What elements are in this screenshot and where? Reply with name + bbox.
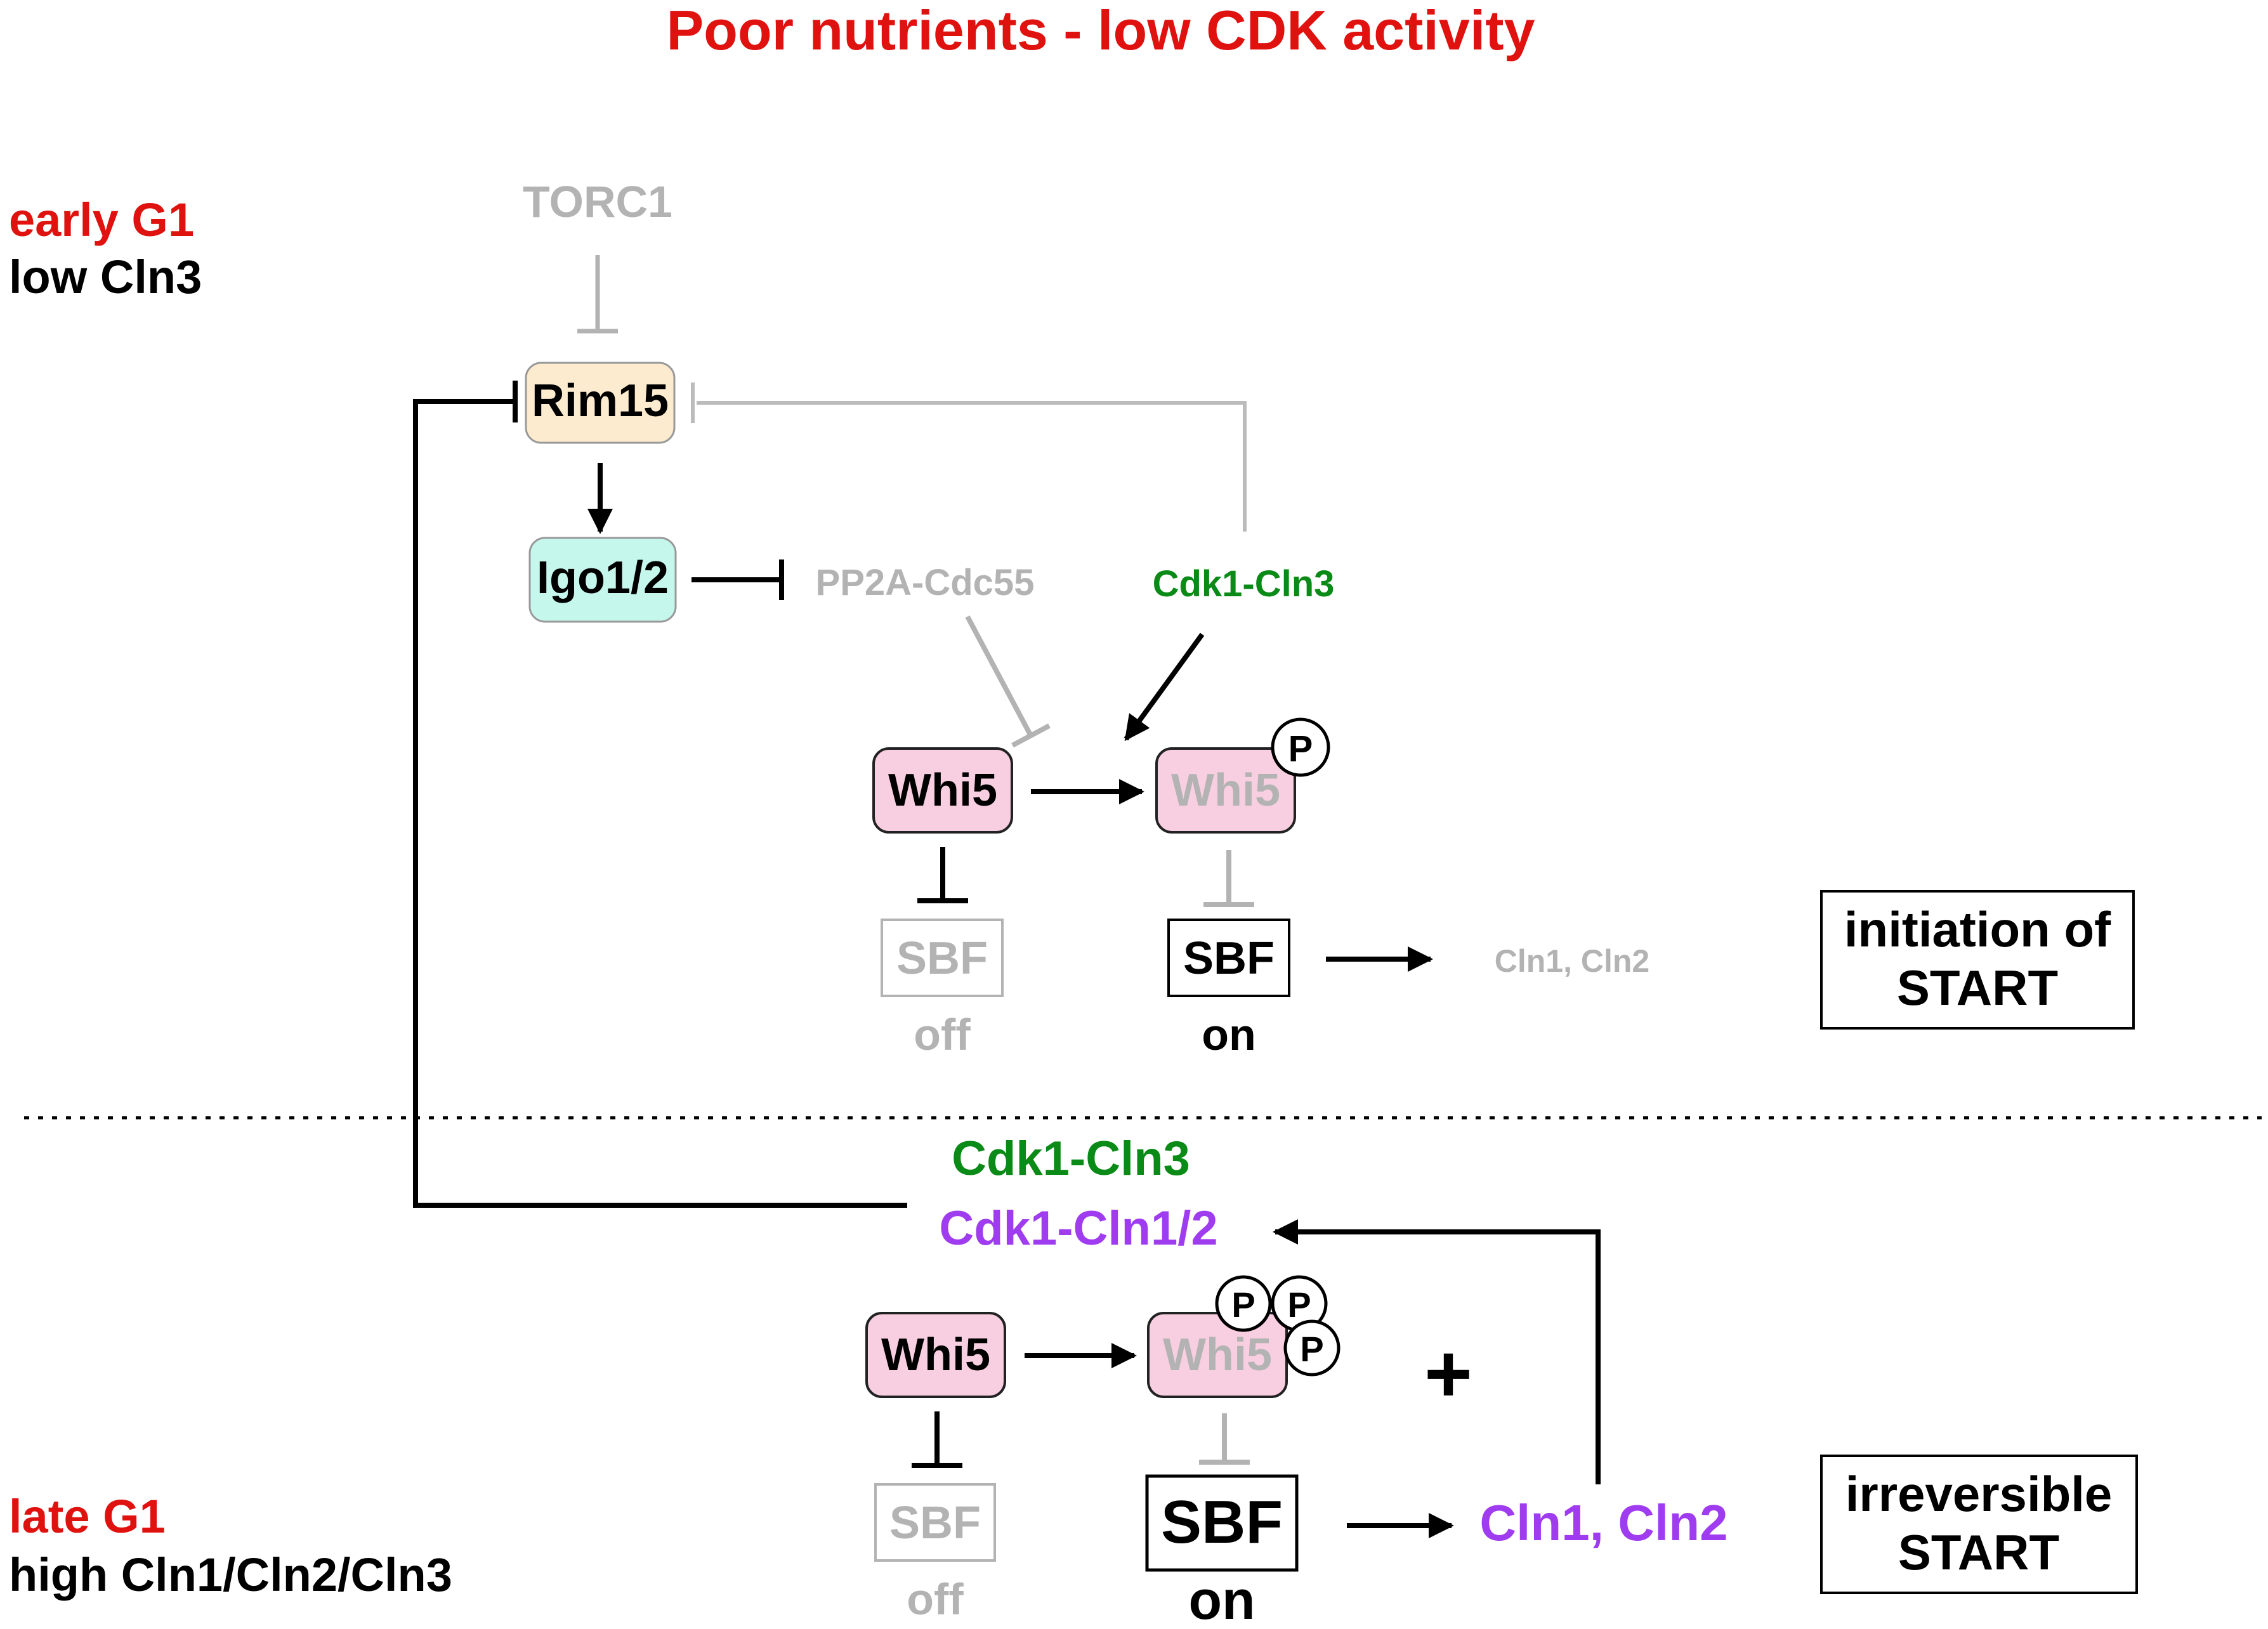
cdk-cln3-phosphorylates-arrow <box>1124 632 1205 742</box>
irreversible-start-line2: START <box>1898 1524 2059 1580</box>
phospho-bottom-label-2: P <box>1287 1285 1311 1325</box>
pp2a-inhibit-bar <box>1011 723 1051 748</box>
whi5-bottom-box <box>865 1312 1006 1398</box>
whi5-top-label: Whi5 <box>888 765 997 816</box>
sbf-on-top-box <box>1167 919 1290 997</box>
plus-sign: + <box>1424 1327 1472 1420</box>
phospho-top-circle <box>1271 717 1330 777</box>
cdk-inhibit-rim15-feedback-line <box>413 399 907 1208</box>
sbf-on-bottom-box <box>1145 1474 1299 1572</box>
phospho-bottom-circle-3 <box>1283 1319 1340 1377</box>
sbf-off-bottom-label: SBF <box>889 1498 981 1548</box>
cdk-cln12-bottom-label: Cdk1-Cln1/2 <box>939 1201 1217 1255</box>
off-top-label: off <box>914 1010 971 1059</box>
initiation-start-box <box>1820 890 2135 1030</box>
whi5p-bottom-label: Whi5 <box>1163 1330 1272 1380</box>
irreversible-start-line1: irreversible <box>1845 1466 2113 1522</box>
rim15-label: Rim15 <box>532 376 669 426</box>
sbf-on-bottom-label: SBF <box>1161 1488 1283 1556</box>
page-title: Poor nutrients - low CDK activity <box>666 0 1535 62</box>
cdk-cln3-inhibit-rim15-line <box>697 401 1247 532</box>
early-stage-label: early G1 <box>9 193 194 246</box>
initiation-start-line2: START <box>1897 960 2058 1016</box>
whi5p-top-box <box>1155 747 1296 834</box>
torc1-label: TORC1 <box>523 177 672 226</box>
phospho-top-label: P <box>1288 728 1313 769</box>
igo-label: Igo1/2 <box>537 553 669 603</box>
phospho-bottom-label-1: P <box>1231 1285 1255 1325</box>
cdk-cln3-top-label: Cdk1-Cln3 <box>1153 563 1335 605</box>
late-cln-label: high Cln1/Cln2/Cln3 <box>9 1548 452 1601</box>
cln12-bottom-label: Cln1, Cln2 <box>1479 1495 1727 1551</box>
sbf-on-top-label: SBF <box>1183 933 1275 984</box>
whi5-bottom-label: Whi5 <box>881 1330 990 1380</box>
rim15-box <box>525 362 676 444</box>
cdk-cln3-bottom-label: Cdk1-Cln3 <box>952 1132 1190 1186</box>
sbf-off-top-box <box>881 919 1004 997</box>
off-bottom-label: off <box>907 1574 964 1624</box>
on-bottom-label: on <box>1188 1570 1255 1629</box>
phospho-bottom-label-3: P <box>1300 1329 1323 1369</box>
cln12-top-label: Cln1, Cln2 <box>1495 943 1649 979</box>
initiation-start-line1: initiation of <box>1844 901 2111 957</box>
late-stage-label: late G1 <box>9 1490 166 1543</box>
whi5p-top-label: Whi5 <box>1171 765 1280 816</box>
pp2a-label: PP2A-Cdc55 <box>816 562 1035 603</box>
sbf-off-top-label: SBF <box>896 933 988 984</box>
sbf-off-bottom-box <box>874 1483 996 1562</box>
whi5-top-box <box>872 747 1013 834</box>
on-top-label: on <box>1202 1010 1256 1059</box>
cln12-positive-feedback-line <box>1273 1219 1601 1484</box>
pp2a-inhibit-line <box>965 615 1033 737</box>
early-cln-label: low Cln3 <box>9 251 202 303</box>
igo-box <box>528 537 677 623</box>
phospho-bottom-circle-1 <box>1215 1275 1272 1332</box>
irreversible-start-box <box>1820 1455 2138 1594</box>
